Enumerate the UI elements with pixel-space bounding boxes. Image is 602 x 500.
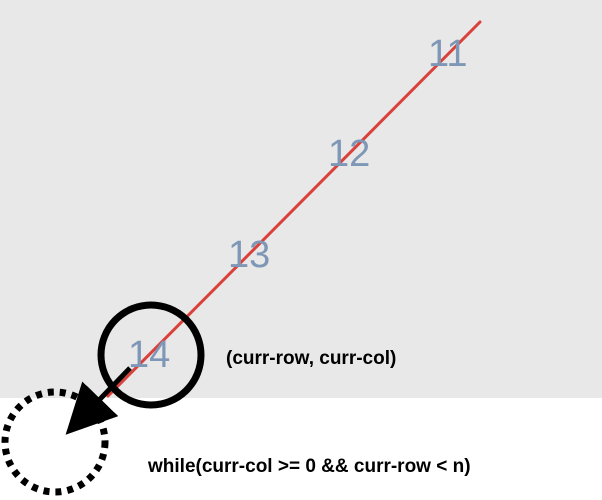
cell-number-11: 11 bbox=[428, 33, 467, 75]
matrix-background bbox=[0, 0, 602, 398]
arrow-down-left-icon bbox=[65, 366, 132, 435]
current-position-label: (curr-row, curr-col) bbox=[226, 348, 396, 369]
diagonal-line bbox=[106, 20, 482, 398]
loop-condition-label: while(curr-col >= 0 && curr-row < n) bbox=[147, 456, 471, 477]
cell-number-13: 13 bbox=[228, 234, 270, 276]
dotted-circle-icon bbox=[1, 388, 109, 496]
solid-circle-icon bbox=[97, 301, 205, 409]
cell-number-14: 14 bbox=[128, 334, 170, 376]
cell-number-12: 12 bbox=[328, 133, 370, 175]
